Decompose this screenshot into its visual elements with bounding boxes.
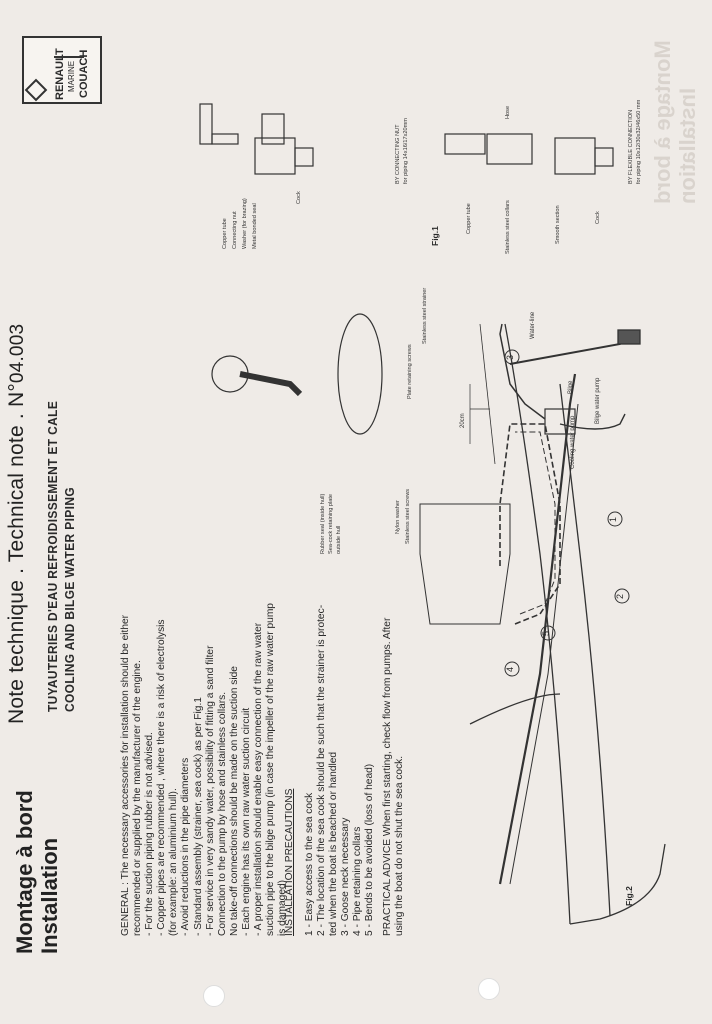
punch-hole-left [203,985,225,1007]
hull-inner [469,693,561,725]
water-line-label: Water-line [530,311,536,339]
part-copper-tube-bottom: Copper tube [466,203,472,234]
water-line [479,323,496,465]
part-cock-bottom: Cock [595,211,601,224]
bilge-pump-label: Bilge water pump [595,377,601,424]
engine-outline [419,503,511,625]
suction-pipe-inner [509,403,579,885]
part-hose: Hose [505,105,511,119]
fig1-label: Fig.1 [430,226,440,246]
part-copper-tube: Copper tube [222,218,228,249]
strainer-shape [337,313,383,435]
connecting-nut-spec: for piping 14x16/17x20mm [403,118,409,184]
label-retaining-plate: Sea-cock retaining plate [328,493,334,554]
part-stainless-collars: Stainless steel collars [505,200,511,254]
hose-shape [486,133,533,165]
cooling-pump-label: Cooling water pump [570,415,576,469]
label-rubber-seal: Rubber seal (inside hull) [320,493,326,554]
part-smooth-section: Smooth section [555,205,561,244]
label-steel-screws: Stainless steel screws [405,488,411,544]
label-outside-hull: outside hull [336,525,342,554]
sea-cock-body [211,355,249,393]
marker-circle-3 [504,349,520,365]
part-connecting-nut: Connecting nut [232,211,238,249]
marker-4: 4 [505,666,515,672]
bilge-label: Bilge [568,380,574,394]
connecting-nut-title: BY CONNECTING NUT [395,124,401,184]
cock-bottom-body [554,137,596,175]
label-strainer: Stainless steel strainer [422,287,428,344]
thru-hull [617,329,641,345]
overboard-pipe [509,333,629,365]
fig2-label: Fig.2 [624,886,634,906]
part-cock-top: Cock [296,191,302,204]
bilge-pump-box [544,408,576,435]
flexible-spec: for piping 10x12/30x32/46x50 mm [636,99,642,184]
marker-2: 2 [615,593,625,599]
hull-outline [569,843,666,925]
marker-circle-2 [614,588,630,604]
cock-bottom-handle [594,147,614,167]
punch-hole-right [478,978,500,1000]
bleed-through-text: Montage à bord [650,40,675,204]
hull-bottom-line-2 [559,383,611,917]
part-washer: Washer (for brazing) [242,198,248,249]
sea-cock-handle [239,371,303,397]
marker-circle-5 [540,625,556,641]
bilge-pipe [499,323,546,420]
copper-tube-shape [199,103,213,145]
bleed-through-text-2: Installation [675,87,700,204]
marker-5: 5 [541,630,551,636]
marker-circle-4 [504,661,520,677]
part-metal-seal: Metal bonded seal [252,203,258,249]
copper-tube-bottom [444,133,486,155]
goose-neck [559,413,626,430]
marker-1: 1 [608,516,618,522]
cooling-loop-2 [515,431,556,615]
label-nylon-washer: Nylon washer [395,500,401,534]
flexible-title: BY FLEXIBLE CONNECTION [628,109,634,184]
hull-bottom-line [504,323,571,925]
connecting-nut-shape [211,133,239,145]
marker-3: 3 [505,354,515,360]
dimension-label: 20cm [460,413,466,428]
cooling-loop [499,423,561,625]
dimension-line [469,384,490,444]
label-plate-screws: Plate retaining screws [407,344,413,399]
cock-handle-shape [294,147,314,167]
marker-circle-1 [607,511,623,527]
cock-thread-shape [261,113,285,145]
